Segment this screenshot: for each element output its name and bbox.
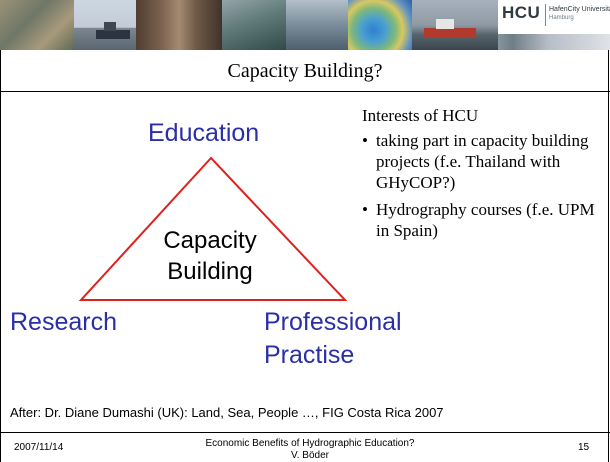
- bullet-text: Hydrography courses (f.e. UPM in Spain): [376, 200, 595, 240]
- page-number: 15: [578, 442, 590, 453]
- footer-title-line1: Economic Benefits of Hydrographic Educat…: [205, 438, 415, 449]
- logo-divider: [545, 4, 546, 26]
- title-divider: [0, 91, 610, 92]
- river-photo: [286, 0, 348, 50]
- university-name: HafenCity Universität: [549, 6, 610, 13]
- interests-list: • taking part in capacity building proje…: [362, 130, 602, 247]
- vessel-cabin-shape: [436, 19, 454, 29]
- list-item: • taking part in capacity building proje…: [362, 130, 602, 193]
- vessel-hull-shape: [424, 28, 476, 38]
- diagram-top-label: Education: [148, 119, 260, 147]
- frame-right-border: [608, 50, 609, 462]
- bullet-marker: •: [362, 200, 368, 219]
- diagram-right-label-line1: Professional: [264, 308, 402, 336]
- speicherstadt-canal-photo: [136, 0, 222, 50]
- bathymetry-map-photo: [348, 0, 412, 50]
- list-item: • Hydrography courses (f.e. UPM in Spain…: [362, 199, 602, 241]
- source-citation: After: Dr. Diane Dumashi (UK): Land, Sea…: [10, 405, 444, 420]
- interests-heading: Interests of HCU: [362, 106, 479, 125]
- ship-bridge-shape: [104, 22, 116, 31]
- logo-area: [498, 0, 610, 34]
- header-photo-banner: HCU HafenCity Universität Hamburg: [0, 0, 610, 50]
- university-city: Hamburg: [549, 15, 574, 21]
- footer-presentation-title: Economic Benefits of Hydrographic Educat…: [180, 438, 440, 462]
- survey-vessel-photo: [412, 0, 498, 50]
- diagram-right-label-line2: Practise: [264, 341, 355, 369]
- harbor-photo: [0, 0, 74, 50]
- diagram-left-label: Research: [10, 308, 117, 336]
- footer-divider: [0, 432, 610, 433]
- bullet-text: taking part in capacity building project…: [376, 131, 589, 192]
- hcu-logo: HCU: [502, 3, 541, 22]
- diagram-center-line2: Building: [167, 258, 253, 285]
- bullet-marker: •: [362, 131, 368, 150]
- waterway-photo: [222, 0, 286, 50]
- diagram-center-line1: Capacity: [163, 227, 257, 254]
- frame-left-border: [0, 50, 1, 462]
- footer-author: V. Böder: [291, 450, 329, 461]
- ship-hull-shape: [96, 30, 130, 39]
- footer-date: 2007/11/14: [14, 442, 64, 453]
- slide-title: Capacity Building?: [227, 60, 383, 82]
- triangle-outline: [78, 156, 348, 301]
